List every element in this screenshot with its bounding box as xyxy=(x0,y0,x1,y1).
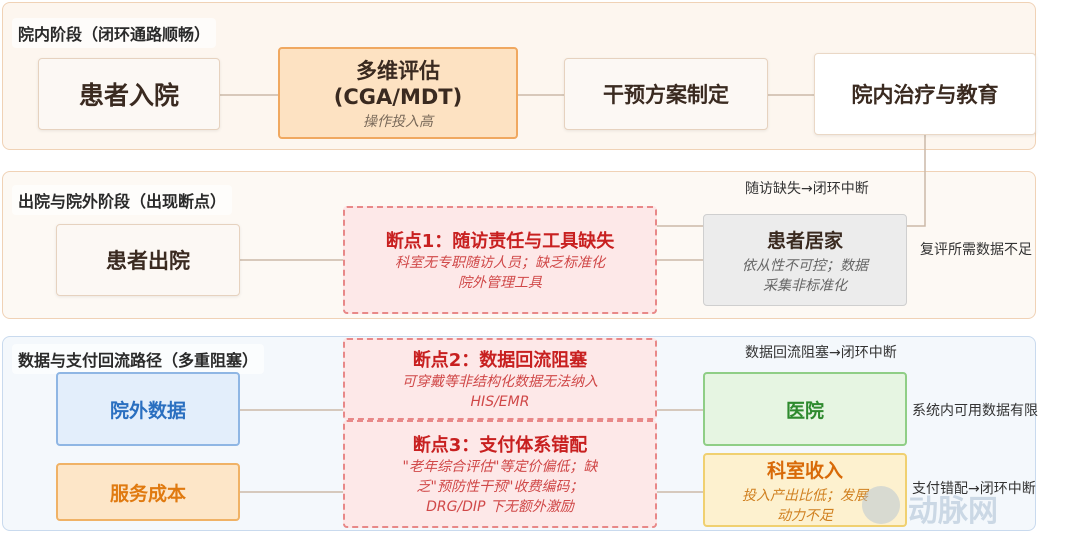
breakpoint2-box: 断点2：数据回流阻塞 可穿戴等非结构化数据无法纳入 HIS/EMR xyxy=(343,338,657,420)
home-title: 患者居家 xyxy=(766,229,843,252)
stage2-title: 出院与院外阶段（出现断点） xyxy=(12,185,233,215)
system-note: 系统内可用数据有限 xyxy=(912,403,1038,419)
income-box: 科室收入 投入产出比低；发展 动力不足 xyxy=(703,453,907,527)
breakpoint3-desc1: "老年综合评估"等定价偏低；缺 xyxy=(402,459,598,475)
breakpoint1-box: 断点1：随访责任与工具缺失 科室无专职随访人员；缺乏标准化 院外管理工具 xyxy=(343,206,657,314)
admit-label: 患者入院 xyxy=(78,81,179,110)
home-box: 患者居家 依从性不可控；数据 采集非标准化 xyxy=(703,214,907,306)
income-title: 科室收入 xyxy=(766,459,843,482)
home-desc1: 依从性不可控；数据 xyxy=(742,257,868,274)
breakpoint3-title: 断点3：支付体系错配 xyxy=(412,435,588,456)
watermark-text: 动脉网 xyxy=(908,494,998,529)
discharge-box: 患者出院 xyxy=(56,224,240,296)
breakpoint3-desc2: 乏"预防性干预"收费编码； xyxy=(416,479,584,495)
breakpoint1-title: 断点1：随访责任与工具缺失 xyxy=(385,231,615,252)
stage1-title: 院内阶段（闭环通路顺畅） xyxy=(12,18,217,48)
treat-box: 院内治疗与教育 xyxy=(814,53,1036,135)
breakpoint2-desc1: 可穿戴等非结构化数据无法纳入 xyxy=(402,374,598,390)
income-desc1: 投入产出比低；发展 xyxy=(742,487,868,504)
breakpoint3-box: 断点3：支付体系错配 "老年综合评估"等定价偏低；缺 乏"预防性干预"收费编码；… xyxy=(343,420,657,528)
home-desc2: 采集非标准化 xyxy=(763,277,847,294)
cost-label: 服务成本 xyxy=(109,482,186,505)
admit-box: 患者入院 xyxy=(38,58,220,130)
watermark-logo-icon xyxy=(862,486,900,524)
dataflow-note: 数据回流阻塞→闭环中断 xyxy=(745,345,897,361)
discharge-label: 患者出院 xyxy=(106,249,190,273)
plan-label: 干预方案制定 xyxy=(603,83,729,107)
income-desc2: 动力不足 xyxy=(777,507,833,524)
hospital-box: 医院 xyxy=(703,372,907,446)
review-note: 复评所需数据不足 xyxy=(920,242,1032,258)
breakpoint1-desc2: 院外管理工具 xyxy=(458,275,542,291)
assess-title: 多维评估 xyxy=(356,59,440,83)
breakpoint2-title: 断点2：数据回流阻塞 xyxy=(412,350,588,371)
treat-label: 院内治疗与教育 xyxy=(851,83,999,107)
hospital-label: 医院 xyxy=(785,399,824,422)
followup-note: 随访缺失→闭环中断 xyxy=(745,181,869,197)
pay-note: 支付错配→闭环中断 xyxy=(912,481,1036,497)
breakpoint1-desc1: 科室无专职随访人员；缺乏标准化 xyxy=(395,255,605,271)
outdata-box: 院外数据 xyxy=(56,372,240,446)
plan-box: 干预方案制定 xyxy=(564,58,768,130)
assess-box: 多维评估 (CGA/MDT) 操作投入高 xyxy=(278,47,518,139)
stage3-title: 数据与支付回流路径（多重阻塞） xyxy=(12,344,265,374)
outdata-label: 院外数据 xyxy=(109,399,186,422)
breakpoint3-desc3: DRG/DIP 下无额外激励 xyxy=(426,499,574,515)
assess-subtitle: (CGA/MDT) xyxy=(333,85,463,109)
assess-note: 操作投入高 xyxy=(363,114,433,130)
cost-box: 服务成本 xyxy=(56,463,240,521)
breakpoint2-desc2: HIS/EMR xyxy=(470,394,530,410)
